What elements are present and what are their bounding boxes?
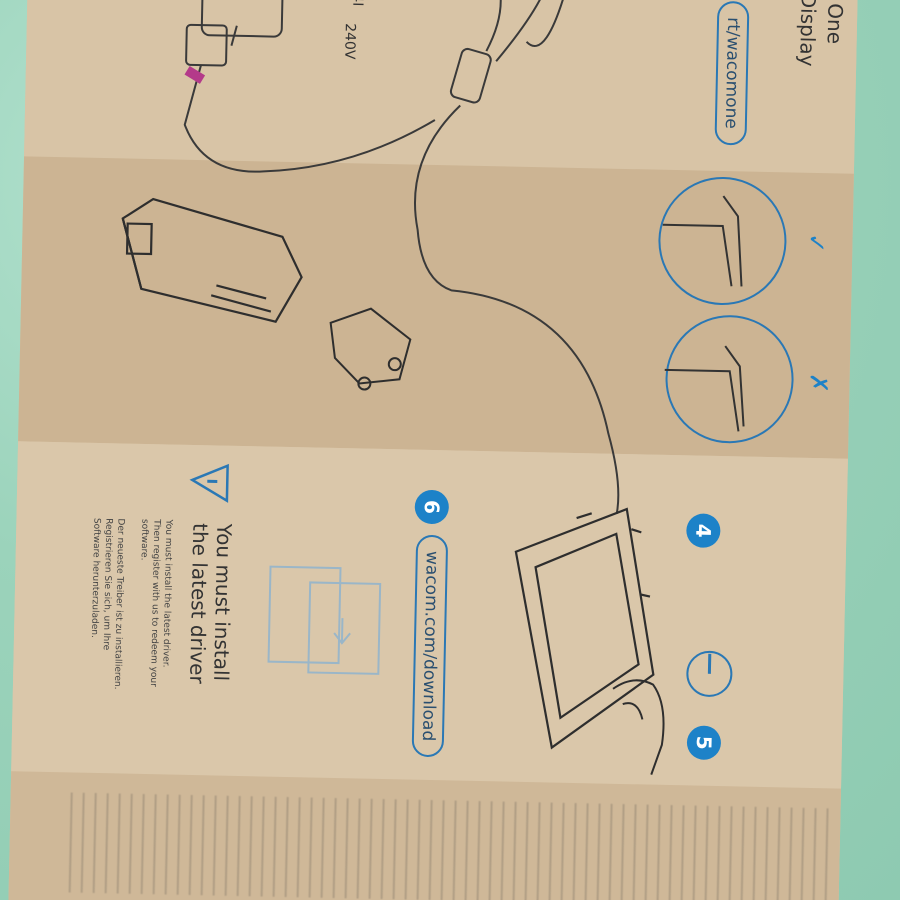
wrong-connection-circle [665,315,794,444]
line-art [121,0,794,775]
multilingual-text-block [68,792,831,900]
driver-text-de-3: Software herunterzuladen. [88,517,102,638]
plug-head-icon [329,307,412,391]
connector-wrong-icon [664,345,745,432]
cable-icon [414,0,620,515]
hand-icon [612,679,665,775]
spec-text-4i: 4I [345,0,369,7]
instruction-leaflet: One Display rt/wacomone 4I 240V ✓ ✗ 4 5 … [8,0,858,900]
driver-heading-line2: the latest driver [185,522,213,684]
correct-connection-circle [658,177,787,306]
monitor-download-icon [267,565,382,675]
power-icon [686,650,733,697]
cross-icon: ✗ [804,372,833,394]
driver-text-en-3: software. [138,518,150,561]
warning-icon [189,463,229,503]
download-url-pill[interactable]: wacom.com/download [411,534,449,758]
spec-text-240v: 240V [341,22,358,60]
usb-plug-icon [184,65,206,84]
power-adapter-icon [183,0,436,173]
title-fragment-one: One [822,3,848,45]
check-icon: ✓ [802,232,831,254]
connector-correct-icon [662,195,743,287]
tablet-display-icon [514,507,655,750]
url-pill-wacomone[interactable]: rt/wacomone [714,0,750,146]
driver-heading-line1: You must install [209,523,237,682]
ac-adapter-brick-icon [121,197,303,323]
title-fragment-display: Display [795,0,821,67]
